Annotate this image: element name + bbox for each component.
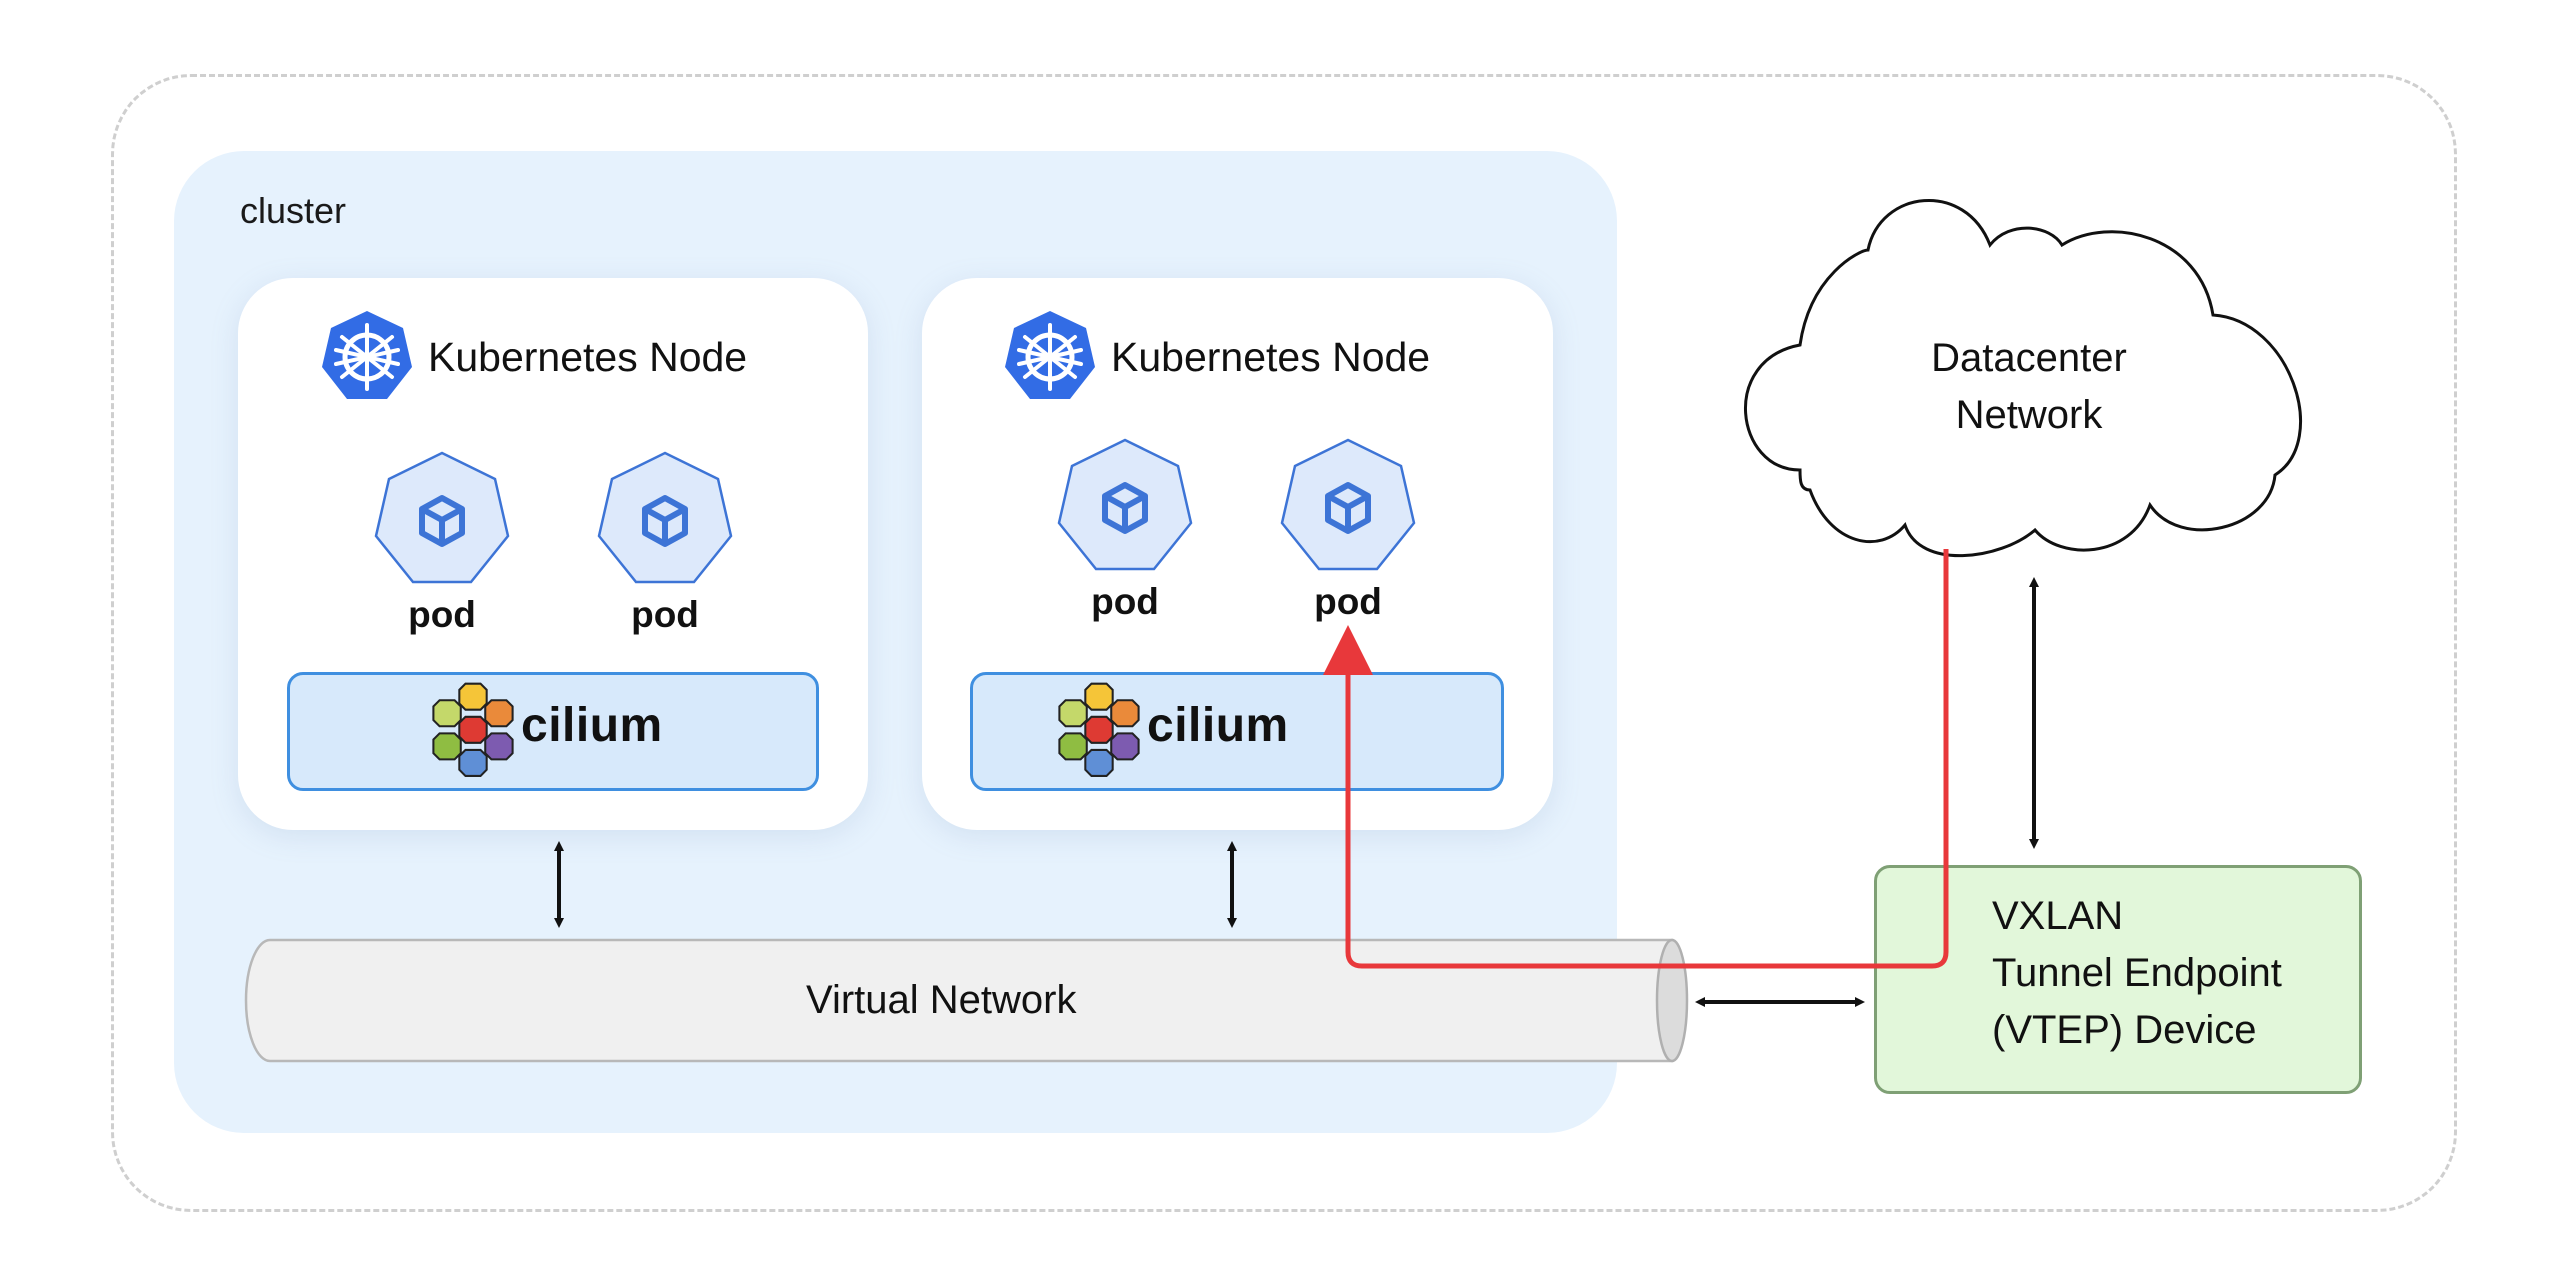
vtep-label: VXLAN Tunnel Endpoint (VTEP) Device (1992, 888, 2282, 1059)
cluster-label: cluster (240, 190, 347, 231)
node-1-pod-1-label: pod (408, 594, 476, 635)
node-1-pod-2-icon (599, 453, 731, 582)
node-1-title: Kubernetes Node (428, 334, 748, 380)
node-2-pod-1-label: pod (1091, 581, 1159, 622)
node-2-pod-2-label: pod (1314, 581, 1382, 622)
node-1-cilium-logo-icon (432, 682, 514, 777)
virtual-network-label: Virtual Network (806, 978, 1077, 1022)
node-2-cilium-box (970, 672, 1504, 791)
node-1-pod-2-label: pod (631, 594, 699, 635)
node-1-cilium-label: cilium (521, 699, 663, 752)
node-1-cilium-box (287, 672, 819, 791)
node-2-title: Kubernetes Node (1111, 334, 1431, 380)
outer-boundary (111, 74, 2457, 1212)
node-2-kubernetes-icon (1005, 311, 1095, 399)
datacenter-label-line-2: Network (1955, 393, 2103, 437)
node-2-cilium-label: cilium (1147, 699, 1289, 752)
node-1-pod-1-icon (376, 453, 508, 582)
datacenter-network-label: Datacenter Network (1829, 330, 2229, 444)
vtep-device (1874, 865, 2362, 1094)
node-2-pod-2-icon (1282, 440, 1414, 569)
vtep-label-line-2: Tunnel Endpoint (1992, 951, 2282, 995)
node-2-pod-1-icon (1059, 440, 1191, 569)
node-2-cilium-logo-icon (1058, 682, 1140, 777)
vtep-label-line-1: VXLAN (1992, 894, 2124, 938)
node-1-kubernetes-icon (322, 311, 412, 399)
datacenter-network-cloud (1743, 198, 2302, 558)
datacenter-label-line-1: Datacenter (1931, 336, 2127, 380)
vtep-label-line-3: (VTEP) Device (1992, 1008, 2257, 1052)
virtual-network-tube (244, 938, 1689, 1063)
traffic-path-line (1323, 549, 1949, 969)
